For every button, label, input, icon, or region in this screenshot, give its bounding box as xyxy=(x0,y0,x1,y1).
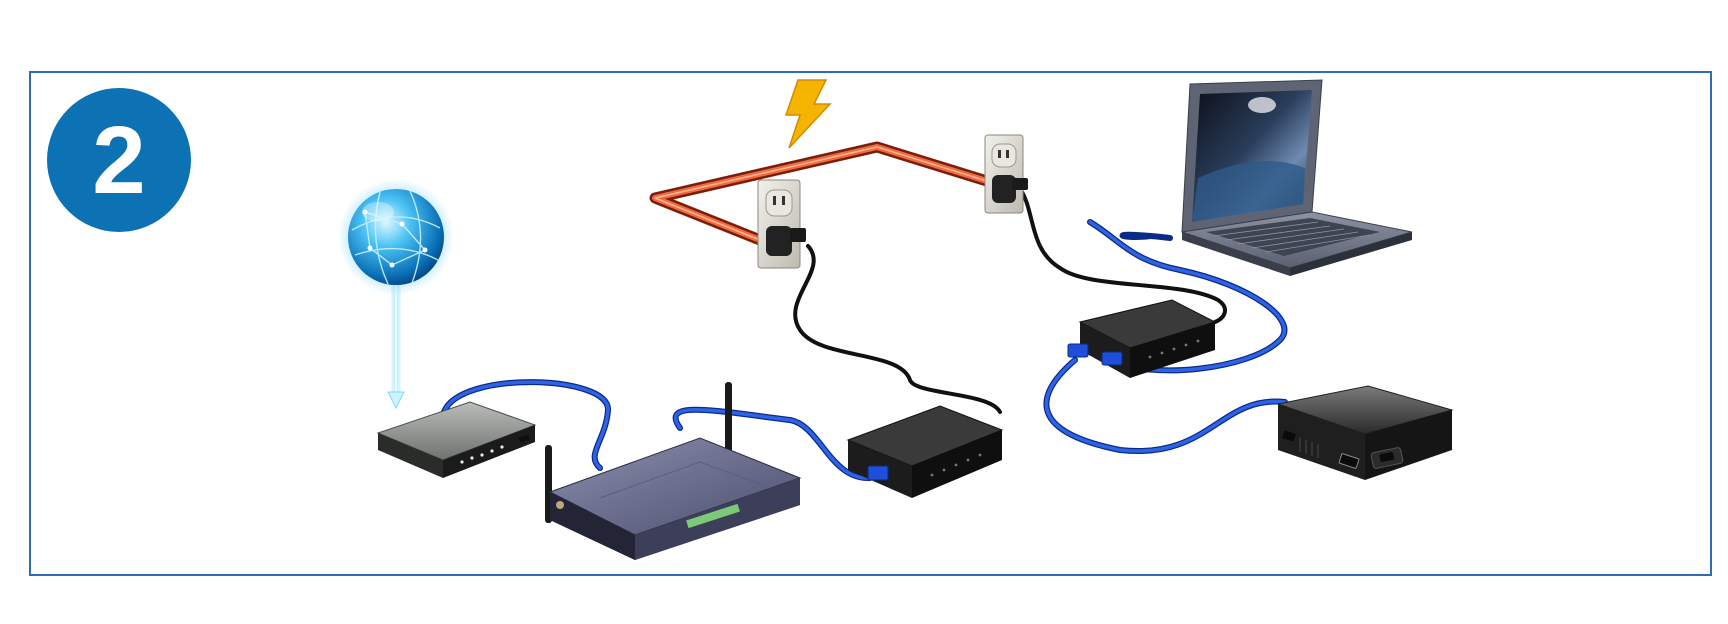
powerline-adapter-icon xyxy=(848,406,1002,498)
wall-outlet-icon xyxy=(758,180,806,268)
globe-icon xyxy=(338,179,454,408)
router-icon xyxy=(545,382,800,560)
wall-outlet-icon xyxy=(985,135,1028,213)
powerline-wiring xyxy=(655,147,990,240)
lightning-icon xyxy=(786,80,830,148)
modem-icon xyxy=(378,402,535,478)
power-cords xyxy=(795,192,1225,412)
laptop-icon xyxy=(1182,80,1412,276)
step-number: 2 xyxy=(92,107,145,214)
powerline-adapter-icon xyxy=(1068,300,1215,378)
step-badge: 2 xyxy=(47,88,191,232)
media-player-icon xyxy=(1278,386,1452,480)
